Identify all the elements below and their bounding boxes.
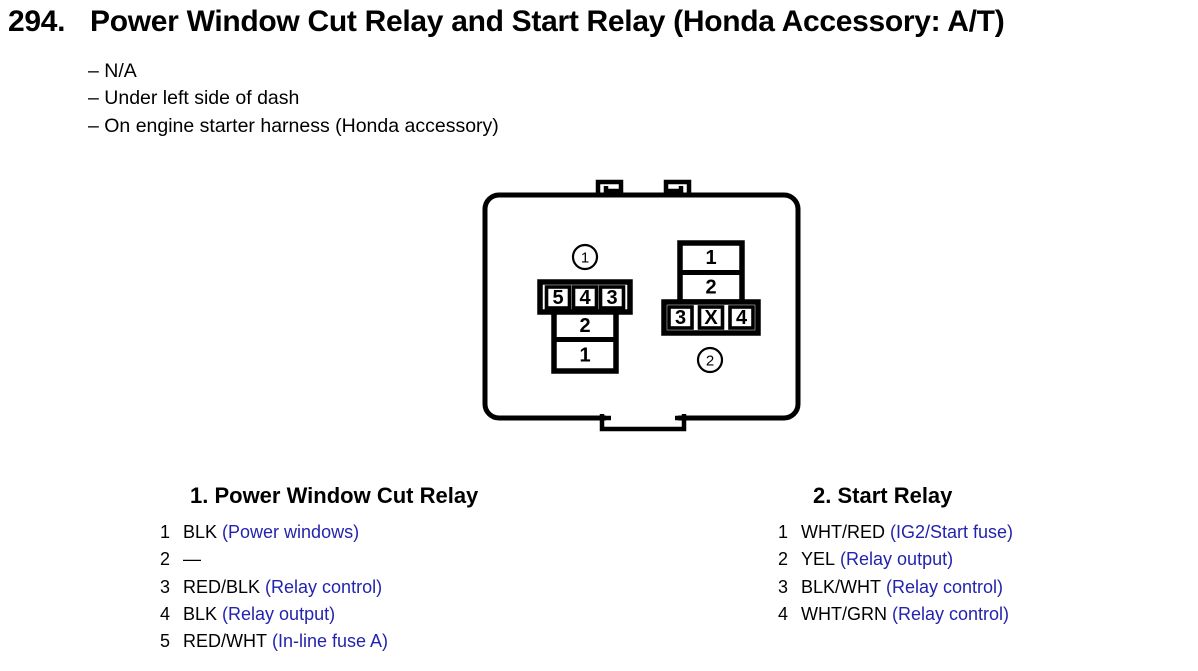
legend-heading-start-relay: 2. Start Relay <box>813 483 953 508</box>
pin-number: 1 <box>160 522 171 542</box>
connector-2-pinX-label: X <box>704 307 718 329</box>
pin-description: (In-line fuse A) <box>272 631 389 652</box>
wire-color: — <box>183 549 201 570</box>
connector-1: 1 5 4 3 2 1 <box>537 243 633 374</box>
location-note: – Under left side of dash <box>88 87 300 110</box>
wire-color: RED/BLK <box>183 576 261 597</box>
entry-title: Power Window Cut Relay and Start Relay (… <box>90 5 1005 38</box>
pin-row: 1 WHT/RED(IG2/Start fuse) <box>778 519 1013 546</box>
connector-2-pin3-label: 3 <box>675 307 686 329</box>
housing-bottom-tab-icon <box>599 414 687 432</box>
pin-row: 3 BLK/WHT(Relay control) <box>778 574 1013 601</box>
connector-2-label: 2 <box>706 353 714 370</box>
pin-number: 1 <box>778 522 789 542</box>
pin-row: 3 RED/BLK(Relay control) <box>160 574 388 601</box>
entry-number: 294. <box>8 5 66 38</box>
pin-number: 2 <box>778 549 789 570</box>
pin-number: 3 <box>778 576 789 597</box>
connector-2-circle <box>696 346 724 374</box>
connector-2: 1 2 3 X 4 2 <box>661 240 761 374</box>
housing-top-hook-right-icon <box>663 179 692 196</box>
pin-row: 4 BLK(Relay output) <box>160 601 388 628</box>
pin-row: 2 YEL(Relay output) <box>778 546 1013 573</box>
page-title: 294. Power Window Cut Relay and Start Rel… <box>8 5 1005 39</box>
connector-2-pin4-label: 4 <box>736 307 748 329</box>
wire-color: BLK/WHT <box>801 576 882 597</box>
wire-color: RED/WHT <box>183 631 267 652</box>
pin-description: (IG2/Start fuse) <box>890 522 1014 542</box>
connector-1-pin2-label: 2 <box>579 315 590 337</box>
pin-number: 4 <box>778 603 789 624</box>
housing-border-gap <box>606 413 678 423</box>
connector-1-pin3-cell <box>598 285 626 310</box>
legend-heading-power-window-cut-relay: 1. Power Window Cut Relay <box>190 483 479 508</box>
connector-2-pin4-cell <box>728 305 755 330</box>
pin-description: (Power windows) <box>222 522 360 542</box>
pin-row: 2— <box>160 546 388 573</box>
wire-color: WHT/RED <box>801 522 885 542</box>
connector-1-pin3-label: 3 <box>606 287 617 309</box>
location-note: – On engine starter harness (Honda acces… <box>88 114 499 137</box>
wire-color: BLK <box>183 522 218 542</box>
connector-2-pin3-cell <box>667 305 694 330</box>
location-notes: – N/A – Under left side of dash – On eng… <box>88 58 499 140</box>
housing-top-hook-left-icon <box>595 179 624 196</box>
connector-diagram-svg: 1 5 4 3 2 1 1 2 <box>482 179 801 432</box>
connector-1-pin4-cell <box>571 285 599 310</box>
pin-description: (Relay control) <box>886 576 1004 597</box>
pin-row: 4 WHT/GRN(Relay control) <box>778 601 1013 628</box>
pin-number: 2 <box>160 549 171 570</box>
pin-row: 1 BLK(Power windows) <box>160 519 388 546</box>
pin-row: 5 RED/WHT(In-line fuse A) <box>160 628 388 655</box>
pin-description: (Relay output) <box>222 603 336 624</box>
connector-1-pin5-cell <box>544 285 572 310</box>
wire-color: YEL <box>801 549 836 570</box>
pin-description: (Relay control) <box>265 576 383 597</box>
connector-1-circle <box>571 243 599 271</box>
pin-list-start-relay: 1 WHT/RED(IG2/Start fuse) 2 YEL(Relay outp… <box>778 519 1013 628</box>
connector-2-pinX-cell <box>697 305 725 330</box>
wire-color: BLK <box>183 603 218 624</box>
connector-2-pin2-label: 2 <box>705 277 716 299</box>
location-note: – N/A <box>88 60 137 82</box>
pin-description: (Relay control) <box>891 603 1010 624</box>
connector-1-pin1-label: 1 <box>579 345 590 367</box>
pin-description: (Relay output) <box>840 549 954 570</box>
connector-1-label: 1 <box>581 250 589 267</box>
connector-diagram: 1 5 4 3 2 1 1 2 <box>440 170 840 450</box>
connector-1-pin5-label: 5 <box>552 287 563 309</box>
connector-2-pin1-label: 1 <box>705 247 716 269</box>
pin-number: 5 <box>160 631 171 652</box>
connector-1-pin4-label: 4 <box>579 287 591 309</box>
pin-number: 4 <box>160 603 171 624</box>
wire-color: WHT/GRN <box>801 603 887 624</box>
pin-number: 3 <box>160 576 171 597</box>
